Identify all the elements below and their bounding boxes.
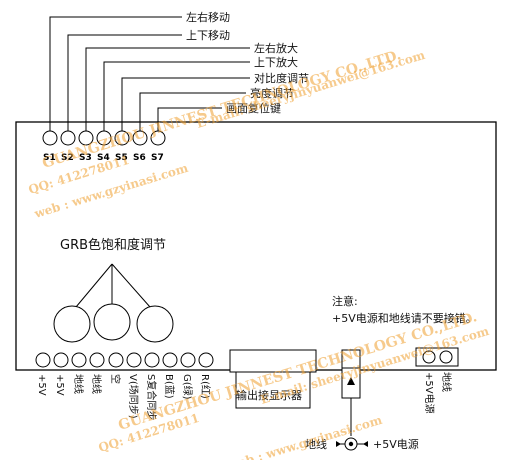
terminal-6 [126,352,142,368]
button-id-s5: S5 [115,153,128,163]
terminal-1 [35,352,51,368]
adjust-knobs [53,303,174,343]
watermark-mail-top: E-mail: sheeryjinyuanwei@163.com [195,48,427,131]
terminal-10 [198,352,214,368]
terminal-8 [162,352,178,368]
plug-right-label: +5V电源 [373,437,419,451]
button-s7 [150,130,166,146]
terminal-3 [71,352,87,368]
terminal-9 [180,352,196,368]
button-id-s3: S3 [79,153,92,163]
button-s2 [60,130,76,146]
power-terminal-right-label: 地线 [440,372,453,392]
terminal-label-7: S复合同步 [145,374,158,420]
terminal-label-8: B(蓝) [163,374,175,399]
button-id-s2: S2 [61,153,74,163]
output-connector [229,349,317,409]
terminal-7 [144,352,160,368]
button-id-s1: S1 [43,153,56,163]
button-s4 [96,130,112,146]
terminal-label-9: G(绿) [181,374,194,400]
knob-1 [53,305,91,343]
terminal-label-6: V(场同步) [127,374,140,419]
watermark-web-bottom: web : www.gzyinasi.com [226,413,384,460]
terminal-labels: +5V +5V 地线 地线 空 V(场同步) S复合同步 B(蓝) G(绿) R… [36,374,212,420]
button-id-s4: S4 [97,153,110,163]
output-label: 输出接显示器 [236,388,302,402]
button-id-s6: S6 [133,153,146,163]
button-s5 [114,130,130,146]
button-s1 [42,130,58,146]
knob-2 [93,303,131,341]
button-function-s6: 亮度调节 [250,86,294,100]
knob-leaders [75,263,151,308]
button-function-s7: 画面复位键 [226,101,281,115]
knob-caption: GRB色饱和度调节 [60,237,166,253]
button-function-s4: 上下放大 [254,55,298,69]
terminal-2 [53,352,69,368]
notice-body: +5V电源和地线请不要接错。 [332,311,477,325]
terminal-label-10: R(红) [199,374,212,399]
terminal-pins [35,352,214,368]
jack-arrow [347,377,355,385]
notice-title: 注意: [332,294,358,308]
button-function-s1: 左右移动 [186,10,230,24]
button-function-s3: 左右放大 [254,41,298,55]
plug-left-label: 地线 [305,437,327,451]
button-leaders [49,16,250,131]
power-terminal [415,347,459,367]
button-id-s7: S7 [151,153,164,163]
terminal-label-5: 空 [109,374,122,384]
terminal-label-3: 地线 [72,374,85,394]
terminal-5 [108,352,124,368]
terminal-label-2: +5V [54,374,65,396]
terminal-4 [89,352,105,368]
button-function-s2: 上下移动 [186,29,230,42]
button-function-s5: 对比度调节 [254,71,309,85]
power-plug [336,437,368,451]
push-buttons [42,130,166,146]
power-terminal-left-label: +5V电源 [423,372,436,414]
button-s3 [78,130,94,146]
knob-3 [136,305,174,343]
terminal-label-1: +5V [36,374,47,396]
button-s6 [132,130,148,146]
terminal-label-4: 地线 [90,374,103,394]
